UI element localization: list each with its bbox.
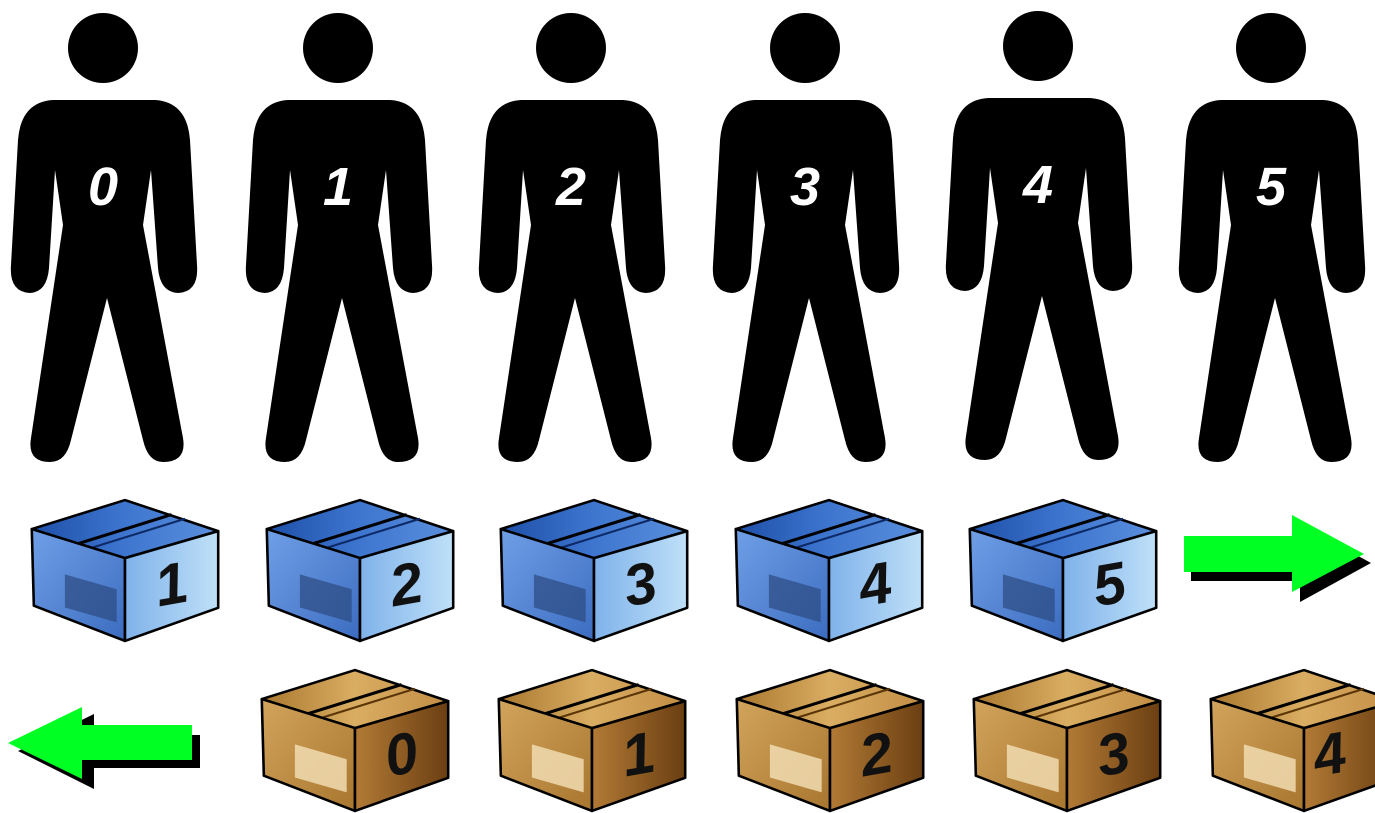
person-label: 4 — [1022, 155, 1053, 215]
person-icon: 4 — [950, 8, 1140, 473]
person-label: 3 — [790, 157, 820, 217]
person-icon: 2 — [483, 10, 673, 475]
brown-box-icon: 2 — [733, 668, 928, 813]
blue-box-icon: 5 — [966, 498, 1161, 643]
brown-box-icon: 4 — [1207, 668, 1375, 813]
brown-box-icon: 1 — [495, 668, 690, 813]
brown-box-1: 1 — [495, 668, 690, 813]
blue-box-2: 2 — [263, 498, 458, 643]
person-icon: 0 — [15, 10, 205, 475]
person-label: 5 — [1256, 157, 1287, 217]
person-label: 2 — [555, 157, 586, 217]
person-3: 3 — [717, 10, 907, 475]
person-label: 1 — [323, 157, 353, 217]
person-icon: 5 — [1183, 10, 1373, 475]
person-icon: 1 — [250, 10, 440, 475]
blue-box-icon: 4 — [732, 498, 927, 643]
blue-box-1: 1 — [28, 498, 223, 643]
blue-box-4: 4 — [732, 498, 927, 643]
person-5: 5 — [1183, 10, 1373, 475]
blue-box-icon: 1 — [28, 498, 223, 643]
blue-box-icon: 2 — [263, 498, 458, 643]
right-arrow-icon — [1180, 512, 1372, 602]
brown-box-icon: 3 — [970, 668, 1165, 813]
left-arrow — [6, 705, 206, 795]
brown-box-4: 4 — [1207, 668, 1375, 813]
person-1: 1 — [250, 10, 440, 475]
brown-box-icon: 0 — [258, 668, 453, 813]
person-4: 4 — [950, 8, 1140, 473]
blue-box-5: 5 — [966, 498, 1161, 643]
person-icon: 3 — [717, 10, 907, 475]
blue-box-icon: 3 — [497, 498, 692, 643]
blue-box-3: 3 — [497, 498, 692, 643]
person-0: 0 — [15, 10, 205, 475]
brown-box-0: 0 — [258, 668, 453, 813]
person-label: 0 — [88, 157, 118, 217]
brown-box-3: 3 — [970, 668, 1165, 813]
brown-box-2: 2 — [733, 668, 928, 813]
left-arrow-icon — [6, 705, 206, 785]
right-arrow — [1180, 512, 1375, 602]
person-2: 2 — [483, 10, 673, 475]
